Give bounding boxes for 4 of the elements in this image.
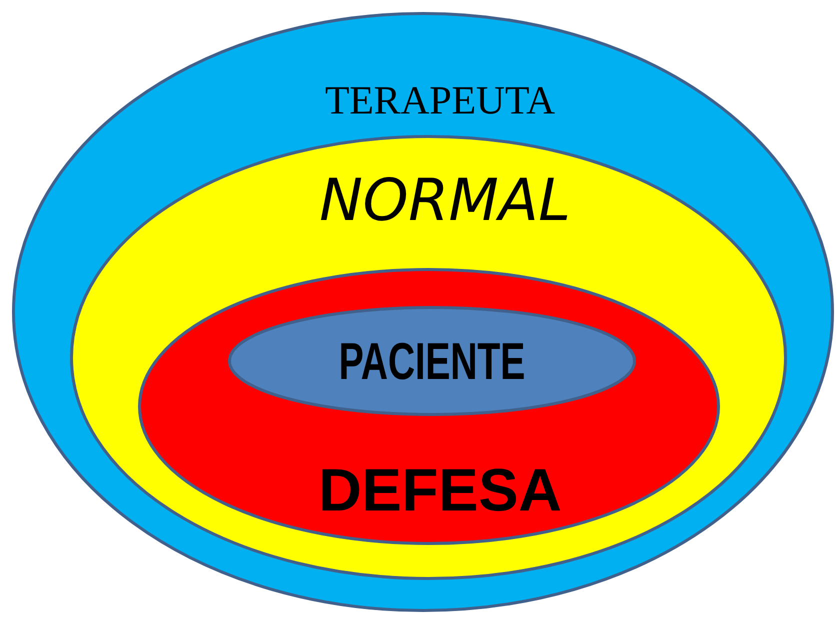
region-label: PACIENTE — [338, 332, 526, 392]
region-label: NORMAL — [319, 166, 571, 234]
region-label: TERAPEUTA — [324, 76, 556, 124]
region-label: DEFESA — [318, 456, 562, 524]
